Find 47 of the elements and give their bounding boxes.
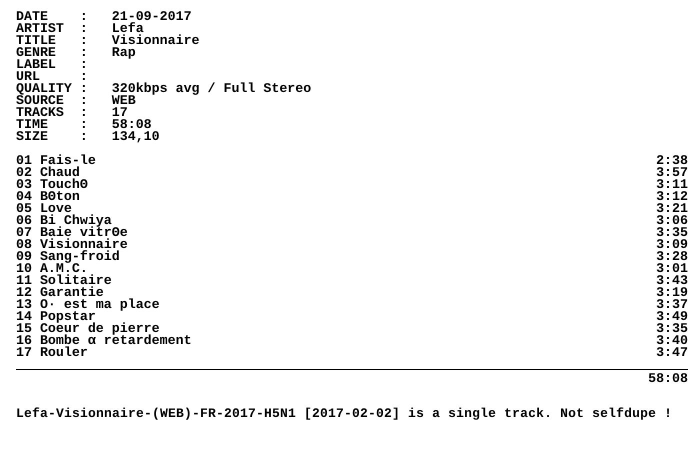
track-title: 09 Sang-froid xyxy=(16,251,120,263)
metadata-line: TRACKS : 17 xyxy=(16,107,128,119)
track-duration: 3:40 xyxy=(656,335,688,347)
track-title: 15 Coeur de pierre xyxy=(16,323,160,335)
metadata-line: URL : xyxy=(16,71,89,83)
track-duration: 3:21 xyxy=(656,203,688,215)
track-duration: 3:28 xyxy=(656,251,688,263)
track-duration: 3:01 xyxy=(656,263,688,275)
track-title: 14 Popstar xyxy=(16,311,96,323)
metadata-line: ARTIST : Lefa xyxy=(16,23,144,35)
track-duration: 3:06 xyxy=(656,215,688,227)
track-duration: 2:38 xyxy=(656,155,688,167)
track-title: 07 Baie vitrΘe xyxy=(16,227,128,239)
track-duration: 3:35 xyxy=(656,323,688,335)
track-title: 11 Solitaire xyxy=(16,275,112,287)
track-title: 01 Fais-le xyxy=(16,155,96,167)
track-title: 16 Bombe α retardement xyxy=(16,335,192,347)
metadata-line: QUALITY : 320kbps avg / Full Stereo xyxy=(16,83,312,95)
track-title: 05 Love xyxy=(16,203,72,215)
track-duration: 3:47 xyxy=(656,347,688,359)
track-duration: 3:37 xyxy=(656,299,688,311)
release-note: Lefa-Visionnaire-(WEB)-FR-2017-H5N1 [2017-02-02] is a single track. Not selfdupe ! xyxy=(16,408,672,420)
metadata-line: LABEL : xyxy=(16,59,89,71)
track-title: 10 A.M.C. xyxy=(16,263,88,275)
metadata-line: SOURCE : WEB xyxy=(16,95,136,107)
track-duration: 3:35 xyxy=(656,227,688,239)
metadata-line: TITLE : Visionnaire xyxy=(16,35,201,47)
track-duration: 3:09 xyxy=(656,239,688,251)
track-title: 12 Garantie xyxy=(16,287,104,299)
track-title: 04 BΘton xyxy=(16,191,80,203)
metadata-line: TIME : 58:08 xyxy=(16,119,152,131)
track-duration: 3:19 xyxy=(656,287,688,299)
metadata-line: SIZE : 134,10 xyxy=(16,131,161,143)
track-duration: 3:12 xyxy=(656,191,688,203)
metadata-line: DATE : 21-09-2017 xyxy=(16,11,193,23)
track-duration: 3:11 xyxy=(656,179,688,191)
track-title: 06 Bi Chwiya xyxy=(16,215,112,227)
track-title: 13 O· est ma place xyxy=(16,299,160,311)
track-title: 08 Visionnaire xyxy=(16,239,128,251)
metadata-line: GENRE : Rap xyxy=(16,47,137,59)
track-title: 03 TouchΘ xyxy=(16,179,88,191)
track-duration: 3:43 xyxy=(656,275,688,287)
track-title: 17 Rouler xyxy=(16,347,88,359)
track-duration: 3:57 xyxy=(656,167,688,179)
track-title: 02 Chaud xyxy=(16,167,80,179)
total-duration: 58:08 xyxy=(648,373,688,385)
track-duration: 3:49 xyxy=(656,311,688,323)
